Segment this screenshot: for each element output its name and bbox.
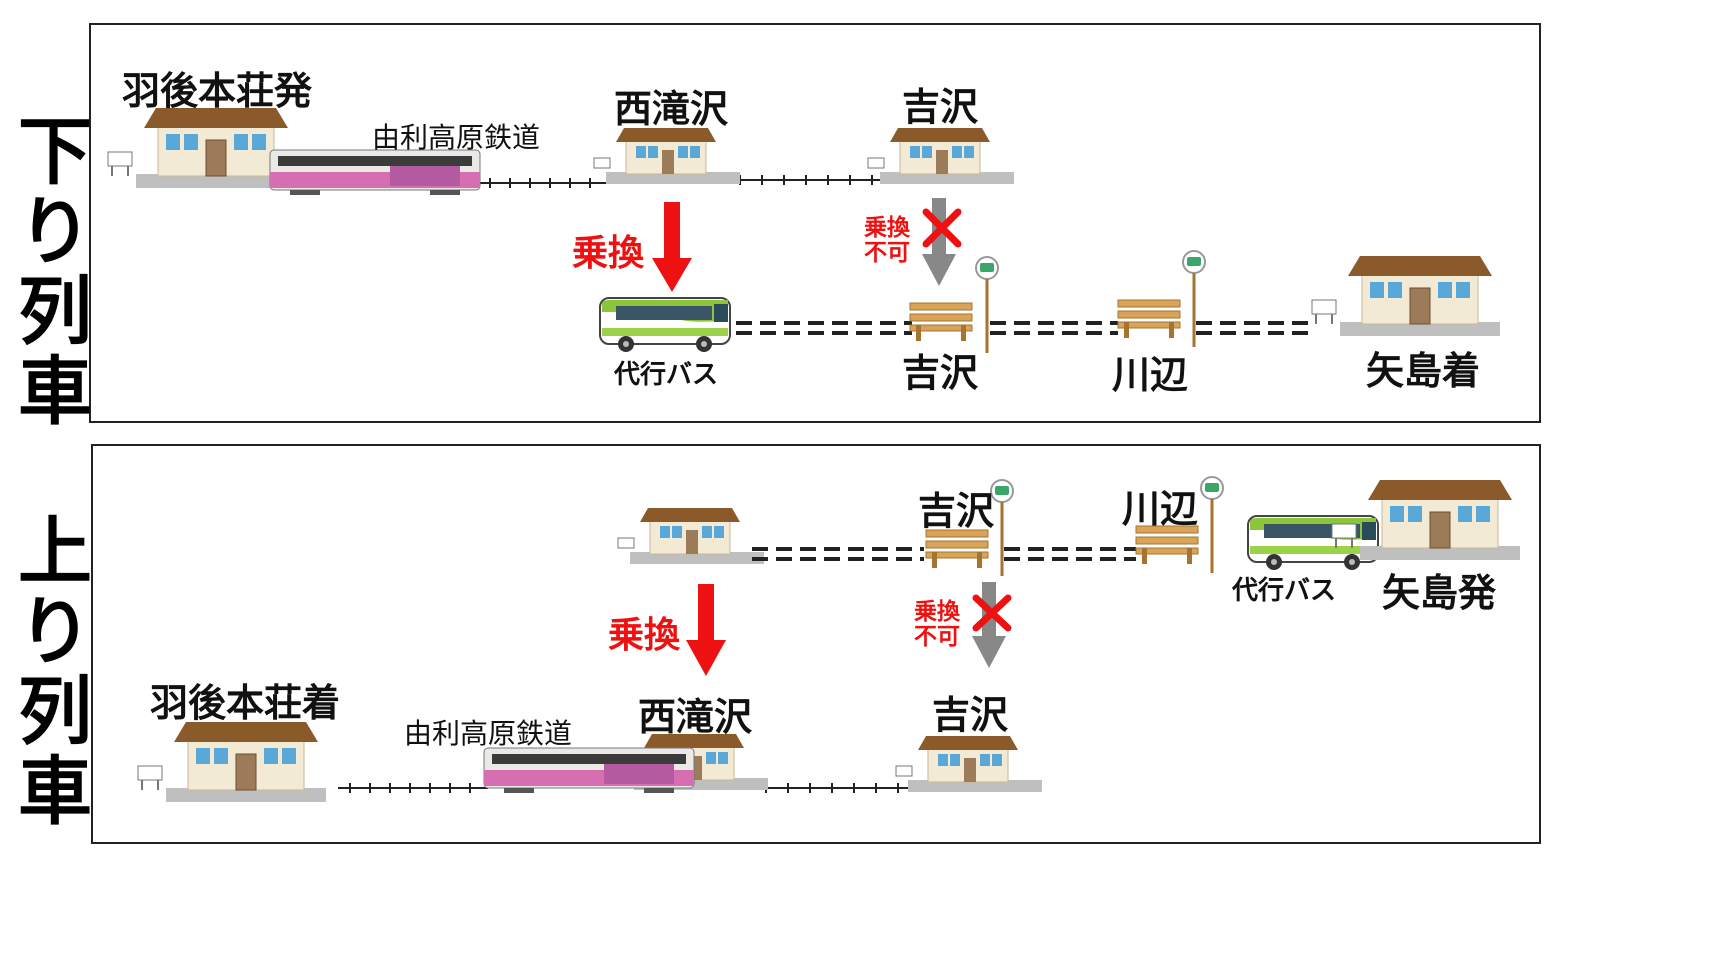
up-destination-label: 羽後本荘着	[150, 681, 341, 725]
down-bus-label: 代行バス	[614, 360, 719, 390]
down-railway-label: 由利高原鉄道	[372, 121, 541, 154]
blocked-arrow-up	[972, 636, 1006, 668]
bench-yoshizawa-up	[925, 529, 989, 569]
up-transfer-label: 乗換	[608, 615, 681, 656]
station-nishitakizawa-up-top	[617, 507, 765, 565]
station-yashima-down	[1311, 255, 1501, 337]
busstop-kawabe-up	[1200, 476, 1224, 574]
up-frame	[91, 444, 1541, 844]
transfer-arrow-up	[686, 640, 726, 676]
up-railway-label: 由利高原鉄道	[404, 717, 573, 750]
bench-yoshizawa-down	[909, 302, 973, 342]
bus-down	[599, 297, 731, 353]
down-no-transfer-label: 乗換 不可	[864, 215, 910, 266]
station-yoshizawa-down	[867, 127, 1015, 185]
heading-down: 下り列車	[18, 109, 92, 435]
up-nishitakizawa-label: 西滝沢	[638, 695, 753, 739]
down-destination-label: 矢島着	[1366, 349, 1481, 393]
transfer-arrow-down	[652, 258, 692, 292]
busstop-yoshizawa-down	[975, 256, 999, 354]
down-transfer-label: 乗換	[572, 233, 645, 274]
down-busstop-kawabe-label: 川辺	[1112, 353, 1189, 397]
down-yoshizawa-label: 吉沢	[902, 85, 979, 129]
bus-up	[1247, 515, 1379, 571]
up-yoshizawa-label: 吉沢	[932, 693, 1009, 737]
up-origin-label: 矢島発	[1382, 571, 1497, 615]
blocked-arrow-down	[922, 254, 956, 286]
down-origin-label: 羽後本荘発	[122, 69, 313, 113]
up-bus-label: 代行バス	[1232, 576, 1337, 606]
down-frame	[89, 23, 1541, 423]
up-no-transfer-label: 乗換 不可	[914, 599, 960, 650]
station-origin-down	[107, 107, 297, 189]
station-honjo-up	[137, 721, 327, 803]
station-nishitakizawa-down	[593, 127, 741, 185]
busstop-yoshizawa-up	[990, 479, 1014, 577]
up-busstop-yoshizawa-label: 吉沢	[918, 489, 995, 533]
bench-kawabe-down	[1117, 299, 1181, 339]
train-down	[269, 149, 481, 196]
heading-up: 上り列車	[18, 509, 92, 835]
train-up	[483, 747, 695, 794]
down-nishitakizawa-label: 西滝沢	[614, 87, 729, 131]
up-busstop-kawabe-label: 川辺	[1122, 487, 1199, 531]
station-yoshizawa-up	[895, 735, 1043, 793]
down-busstop-yoshizawa-label: 吉沢	[902, 351, 979, 395]
